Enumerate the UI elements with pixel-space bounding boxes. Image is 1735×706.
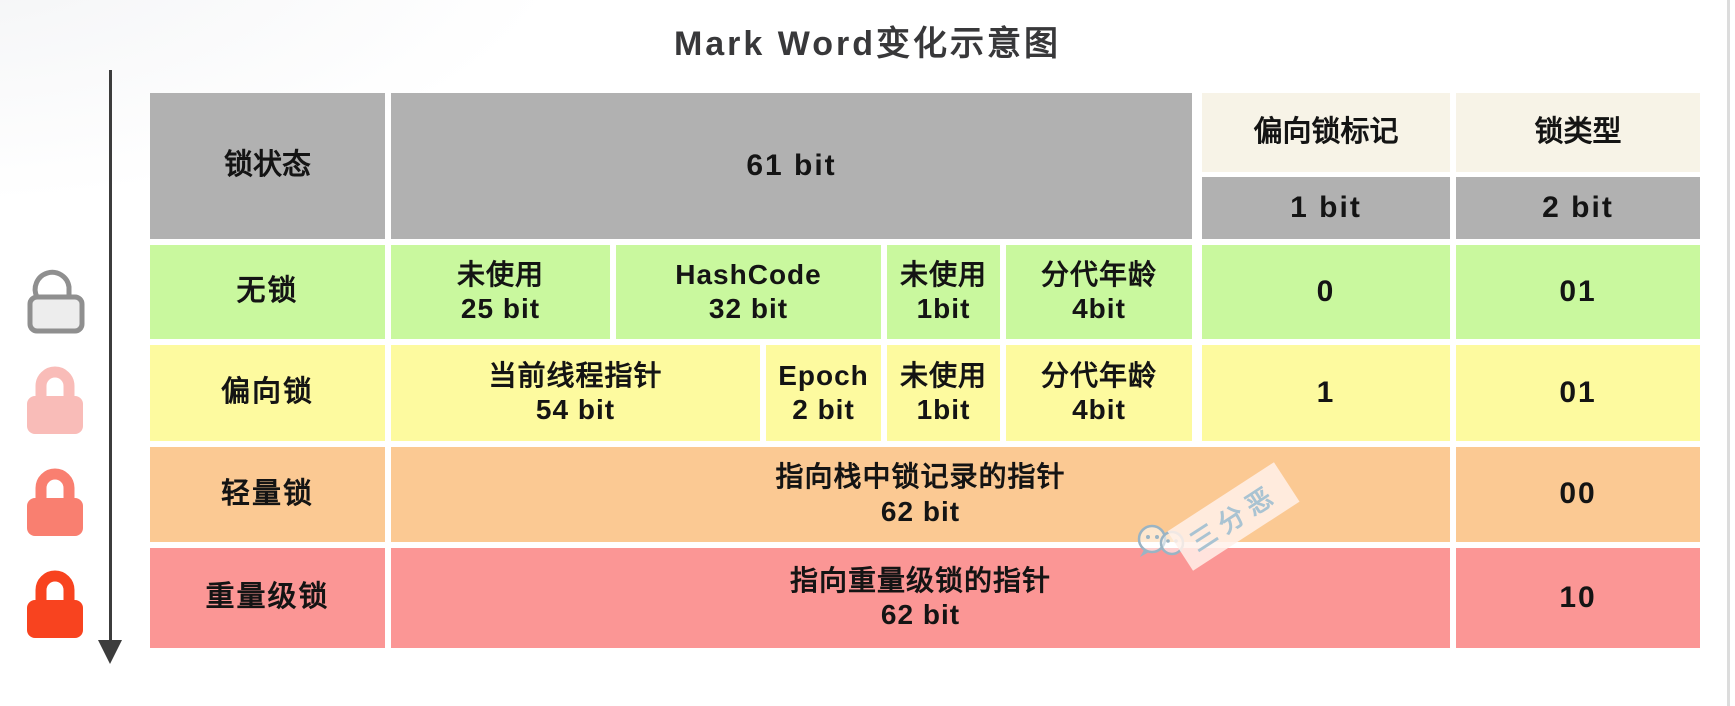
cell-biased-type: 01 [1456,345,1700,441]
cell-no-lock-gen-age: 分代年龄 4bit [1006,245,1192,339]
cell-text: HashCode [675,258,822,290]
cell-biased-thread-pointer: 当前线程指针 54 bit [391,345,760,441]
cell-state-no-lock: 无锁 [150,245,385,339]
cell-text: 1bit [916,293,971,324]
cell-biased-unused1: 未使用 1bit [887,345,1000,441]
cell-no-lock-unused25: 未使用 25 bit [391,245,610,339]
header-61bit: 61 bit [391,93,1192,239]
cell-biased-gen-age: 分代年龄 4bit [1006,345,1192,441]
cell-state-lightweight-lock: 轻量锁 [150,447,385,542]
header-lock-type-bits: 2 bit [1456,177,1700,239]
cell-text: 当前线程指针 [488,359,663,391]
cell-lightweight-pointer: 指向栈中锁记录的指针 62 bit [391,447,1450,542]
cell-text: 未使用 [456,258,544,290]
cell-text: 未使用 [899,258,987,290]
cell-text: 32 bit [708,293,789,324]
cell-biased-bias-flag: 1 [1202,345,1450,441]
cell-state-heavyweight-lock: 重量级锁 [150,548,385,648]
cell-text: 分代年龄 [1040,258,1157,290]
cell-text: 62 bit [880,599,961,630]
cell-no-lock-unused1: 未使用 1bit [887,245,1000,339]
cell-no-lock-bias-flag: 0 [1202,245,1450,339]
lightweight-lock-icon [27,468,83,536]
cell-state-biased-lock: 偏向锁 [150,345,385,441]
cell-text: Epoch [778,359,869,391]
cell-text: 62 bit [880,495,961,527]
cell-text: 指向重量级锁的指针 [789,564,1051,596]
header-bias-flag-label: 偏向锁标记 [1202,93,1450,172]
heavyweight-lock-icon [27,570,83,638]
down-arrow-icon [98,640,122,664]
header-bias-flag-bits: 1 bit [1202,177,1450,239]
header-lock-type-label: 锁类型 [1456,93,1700,172]
cell-heavyweight-pointer: 指向重量级锁的指针 62 bit [391,548,1450,648]
cell-text: 未使用 [899,359,987,391]
cell-lightweight-type: 00 [1456,447,1700,542]
cell-no-lock-type: 01 [1456,245,1700,339]
cell-text: 54 bit [535,394,616,425]
cell-text: 4bit [1072,394,1126,425]
page-edge-line [1727,0,1730,706]
page-title: Mark Word变化示意图 [673,25,1062,63]
cell-text: 分代年龄 [1040,359,1157,391]
unlocked-icon [27,269,85,334]
cell-biased-epoch: Epoch 2 bit [766,345,881,441]
cell-text: 2 bit [792,394,855,425]
cell-text: 4bit [1072,293,1126,324]
cell-text: 25 bit [460,293,541,324]
biased-lock-icon [27,366,83,434]
cell-text: 1bit [916,394,971,425]
cell-heavyweight-type: 10 [1456,548,1700,648]
down-arrow-line [109,70,112,642]
header-lock-state: 锁状态 [150,93,385,239]
cell-no-lock-hashcode: HashCode 32 bit [616,245,881,339]
cell-text: 指向栈中锁记录的指针 [775,461,1066,493]
